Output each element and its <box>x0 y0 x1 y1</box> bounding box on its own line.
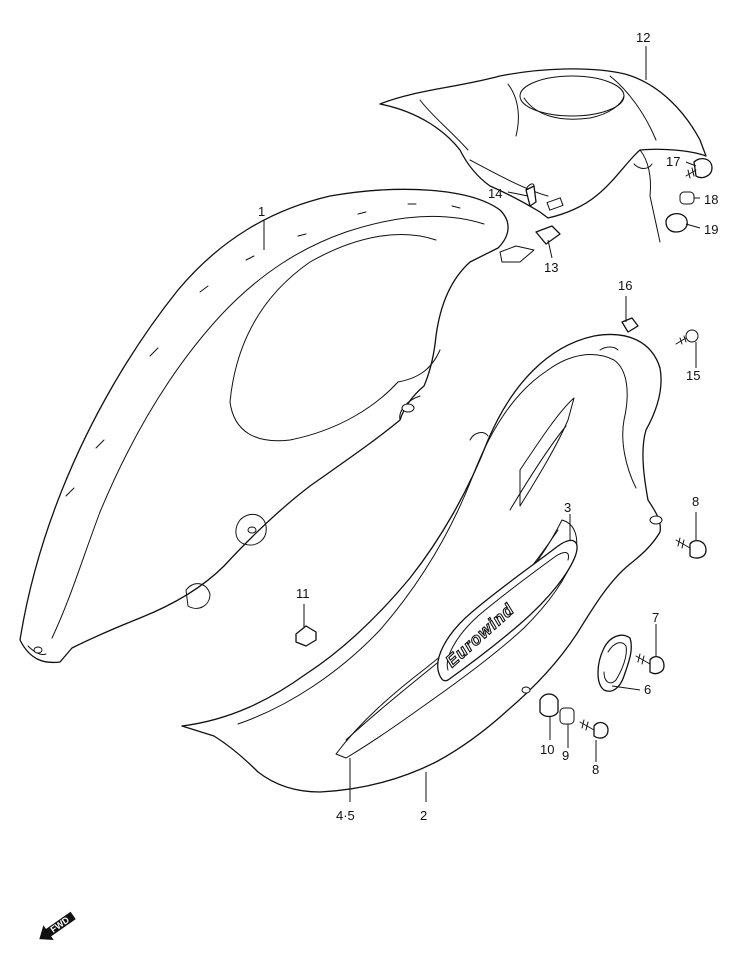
callout-11: 11 <box>296 586 310 601</box>
part-10-cushion <box>539 693 559 718</box>
callout-13: 13 <box>544 260 558 275</box>
callout-14: 14 <box>488 186 502 201</box>
callout-9: 9 <box>562 748 569 763</box>
callout-8-upper: 8 <box>692 494 699 509</box>
callout-12: 12 <box>636 30 650 45</box>
callout-2: 2 <box>420 808 427 823</box>
callout-16: 16 <box>618 278 632 293</box>
callout-4-5: 4·5 <box>336 808 355 823</box>
callout-10: 10 <box>540 742 554 757</box>
part-1-inner-frame <box>19 188 535 664</box>
leader-lines <box>263 46 701 802</box>
callout-8-lower: 8 <box>592 762 599 777</box>
part-2-side-cover <box>181 333 663 793</box>
callout-18: 18 <box>704 192 718 207</box>
part-9-collar <box>559 707 575 725</box>
callout-3: 3 <box>564 500 571 515</box>
part-18-collar <box>679 191 695 205</box>
part-6-rubber-pad <box>597 634 632 692</box>
part-16-clip-nut <box>621 317 639 333</box>
callout-17: 17 <box>666 154 680 169</box>
fwd-arrow-icon: FWD <box>39 911 76 941</box>
callout-15: 15 <box>686 368 700 383</box>
part-14-clip <box>525 183 537 207</box>
callout-7: 7 <box>652 610 659 625</box>
part-8-bolt-upper <box>675 537 707 559</box>
part-13-nut-clip <box>535 225 561 245</box>
callout-numbers: 1 2 3 4·5 6 7 8 8 9 10 11 12 13 14 15 16… <box>258 30 718 823</box>
part-19-cushion <box>665 212 688 233</box>
callout-19: 19 <box>704 222 718 237</box>
part-8-bolt-lower <box>579 719 609 739</box>
part-17-bolt <box>685 157 713 179</box>
part-12-tank-top-cover <box>379 68 707 243</box>
part-7-bolt <box>635 653 665 675</box>
callout-1: 1 <box>258 204 265 219</box>
part-15-screw <box>675 329 699 345</box>
callout-6: 6 <box>644 682 651 697</box>
part-11-grommet <box>295 625 317 647</box>
